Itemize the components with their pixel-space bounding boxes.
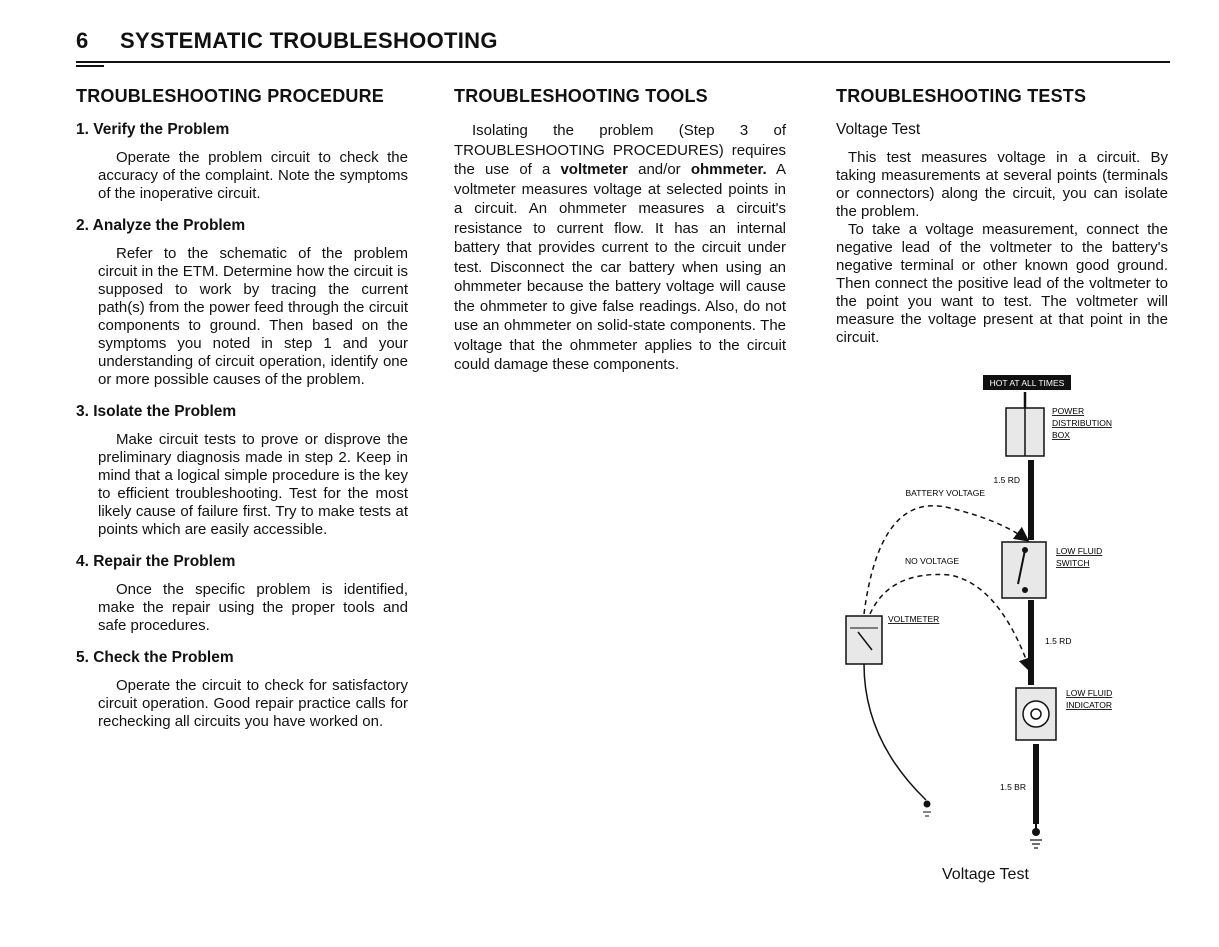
tools-heading: TROUBLESHOOTING TOOLS <box>454 86 708 106</box>
procedure-item-body: Refer to the schematic of the problem ci… <box>98 245 408 388</box>
tests-column: TROUBLESHOOTING TESTS Voltage Test This … <box>836 86 1168 347</box>
power-dist-label: BOX <box>1052 430 1070 440</box>
procedure-item: 1. Verify the Problem Operate the proble… <box>76 121 408 203</box>
page-title: SYSTEMATIC TROUBLESHOOTING <box>120 28 498 53</box>
no-voltage-arrow <box>869 573 1034 673</box>
voltage-test-diagram: HOT AT ALL TIMES POWER DISTRIBUTION BOX … <box>845 375 1112 849</box>
power-dist-label: POWER <box>1052 406 1084 416</box>
tools-text: and/or <box>627 161 691 178</box>
tests-paragraph: This test measures voltage in a circuit.… <box>836 149 1168 220</box>
procedure-item-title: 5. Check the Problem <box>76 649 234 666</box>
procedure-item-title: 1. Verify the Problem <box>76 121 230 138</box>
low-fluid-switch-label: SWITCH <box>1056 558 1090 568</box>
procedure-item-title: 2. Analyze the Problem <box>76 217 246 234</box>
voltmeter-ground-lead <box>863 663 927 801</box>
wire-1 <box>1028 460 1034 540</box>
tests-subheading: Voltage Test <box>836 121 921 138</box>
tools-text: Isolating the problem (Step 3 of TROUBLE… <box>454 122 786 178</box>
diagram-caption: Voltage Test <box>942 866 1029 883</box>
procedure-item-body: Make circuit tests to prove or disprove … <box>98 431 408 538</box>
wire-1-label: 1.5 RD <box>994 475 1020 485</box>
tools-text: A voltmeter measures voltage at selected… <box>454 161 786 373</box>
low-fluid-switch-label: LOW FLUID <box>1056 546 1102 556</box>
low-fluid-indicator-label: LOW FLUID <box>1066 688 1112 698</box>
procedure-column: TROUBLESHOOTING PROCEDURE 1. Verify the … <box>76 86 408 745</box>
power-dist-label: DISTRIBUTION <box>1052 418 1112 428</box>
ohmmeter-term: ohmmeter. <box>690 161 767 178</box>
voltmeter-label: VOLTMETER <box>888 614 939 624</box>
hot-label-box <box>983 375 1071 390</box>
tools-column: TROUBLESHOOTING TOOLS Isolating the prob… <box>454 86 786 375</box>
header-rule-mark <box>76 65 104 67</box>
tests-paragraph: To take a voltage measurement, connect t… <box>836 221 1168 346</box>
wire-2 <box>1028 600 1034 685</box>
low-fluid-indicator-label: INDICATOR <box>1066 700 1112 710</box>
procedure-item-title: 3. Isolate the Problem <box>76 403 237 420</box>
procedure-item-body: Operate the problem circuit to check the… <box>98 149 408 202</box>
wire-2-label: 1.5 RD <box>1045 636 1071 646</box>
voltmeter-term: voltmeter <box>560 161 628 178</box>
procedure-item: 5. Check the Problem Operate the circuit… <box>76 649 408 731</box>
page-header: 6 SYSTEMATIC TROUBLESHOOTING <box>76 28 1170 67</box>
procedure-heading: TROUBLESHOOTING PROCEDURE <box>76 86 385 106</box>
procedure-item-title: 4. Repair the Problem <box>76 553 236 570</box>
procedure-item-body: Once the specific problem is identified,… <box>98 581 408 634</box>
procedure-item: 4. Repair the Problem Once the specific … <box>76 553 408 635</box>
wire-3 <box>1033 744 1039 824</box>
procedure-item-body: Operate the circuit to check for satisfa… <box>98 677 408 730</box>
wire-3-label: 1.5 BR <box>1000 782 1026 792</box>
page-number: 6 <box>76 28 89 53</box>
tests-heading: TROUBLESHOOTING TESTS <box>836 86 1087 106</box>
no-voltage-label: NO VOLTAGE <box>905 556 959 566</box>
battery-voltage-label: BATTERY VOLTAGE <box>905 488 985 498</box>
battery-voltage-arrow <box>863 505 1030 615</box>
procedure-item: 3. Isolate the Problem Make circuit test… <box>76 403 408 539</box>
procedure-item: 2. Analyze the Problem Refer to the sche… <box>76 217 408 389</box>
tools-body: Isolating the problem (Step 3 of TROUBLE… <box>454 121 786 375</box>
ground-icon <box>1032 828 1040 836</box>
hot-label: HOT AT ALL TIMES <box>990 378 1065 388</box>
